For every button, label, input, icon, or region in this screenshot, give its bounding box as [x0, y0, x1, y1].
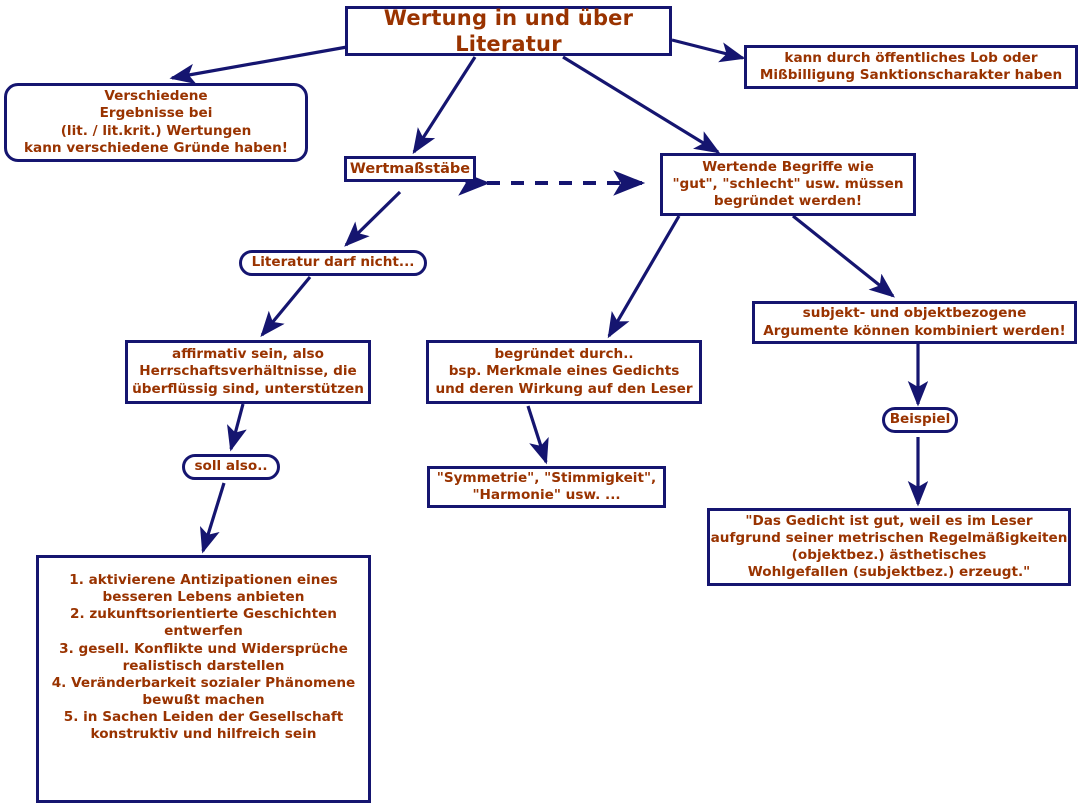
list-item: 5. in Sachen Leiden der Gesellschaft kon…	[63, 709, 344, 743]
node-beispiel[interactable]: Beispiel	[882, 407, 958, 433]
connector-title-to-sanktion	[671, 38, 746, 63]
node-sanktionscharakter[interactable]: kann durch öffentliches Lob oder Mißbill…	[744, 45, 1078, 89]
connector-literatur-to-affirmativ	[260, 275, 312, 337]
connector-wertende-to-begruendet	[607, 215, 681, 339]
node-verschiedene-ergebnisse-text: Verschiedene Ergebnisse bei (lit. / lit.…	[24, 88, 288, 156]
node-symmetrie-stimmigkeit[interactable]: "Symmetrie", "Stimmigkeit", "Harmonie" u…	[427, 466, 666, 508]
list-item: 3. gesell. Konflikte und Widersprüche re…	[59, 640, 348, 674]
node-begruendet-durch[interactable]: begründet durch.. bsp. Merkmale eines Ge…	[426, 340, 702, 404]
connector-affirmativ-to-sollalso	[227, 403, 247, 452]
node-gedicht-zitat[interactable]: "Das Gedicht ist gut, weil es im Leser a…	[707, 508, 1071, 586]
node-begruendet-durch-text: begründet durch.. bsp. Merkmale eines Ge…	[435, 346, 693, 397]
connector-title-to-wertende	[562, 55, 721, 154]
node-subjekt-objektbezogene[interactable]: subjekt- und objektbezogene Argumente kö…	[752, 301, 1077, 344]
node-sanktionscharakter-text: kann durch öffentliches Lob oder Mißbill…	[759, 49, 1063, 83]
node-subjekt-objektbezogene-text: subjekt- und objektbezogene Argumente kö…	[763, 305, 1066, 339]
node-wertende-begriffe[interactable]: Wertende Begriffe wie "gut", "schlecht" …	[660, 153, 916, 216]
connector-wertende-to-subjektobjekt	[792, 214, 895, 298]
node-literatur-darf-nicht-label: Literatur darf nicht...	[251, 254, 415, 271]
node-title[interactable]: Wertung in und über Literatur	[345, 6, 672, 56]
node-massnahmen-liste[interactable]: 1. aktivierene Antizipationen eines bess…	[36, 555, 371, 803]
node-literatur-darf-nicht[interactable]: Literatur darf nicht...	[239, 250, 427, 276]
node-affirmativ-text: affirmativ sein, also Herrschaftsverhält…	[132, 346, 364, 397]
node-soll-also-label: soll also..	[194, 458, 268, 475]
node-wertende-begriffe-text: Wertende Begriffe wie "gut", "schlecht" …	[672, 158, 904, 210]
connector-sollalso-to-liste	[200, 482, 226, 554]
node-beispiel-label: Beispiel	[889, 411, 951, 428]
node-gedicht-zitat-text: "Das Gedicht ist gut, weil es im Leser a…	[710, 512, 1068, 581]
node-wertmassstaebe-label: Wertmaßstäbe	[349, 160, 471, 177]
node-affirmativ[interactable]: affirmativ sein, also Herrschaftsverhält…	[125, 340, 371, 404]
node-verschiedene-ergebnisse[interactable]: Verschiedene Ergebnisse bei (lit. / lit.…	[4, 83, 308, 162]
connector-title-to-verschiedene	[169, 45, 348, 85]
list-item: 1. aktivierene Antizipationen eines bess…	[69, 572, 338, 606]
connector-wertmassstaebe-to-literatur	[344, 190, 402, 247]
list-item: 2. zukunftsorientierte Geschichten entwe…	[70, 606, 337, 640]
list-item: 4. Veränderbarkeit sozialer Phänomene be…	[51, 674, 356, 708]
node-soll-also[interactable]: soll also..	[182, 454, 280, 480]
connector-begruendet-to-symmetrie	[526, 405, 549, 465]
node-title-label: Wertung in und über Literatur	[383, 5, 634, 56]
node-wertmassstaebe[interactable]: Wertmaßstäbe	[344, 156, 476, 182]
connector-title-to-wertmassstaebe	[412, 56, 477, 155]
node-symmetrie-stimmigkeit-text: "Symmetrie", "Stimmigkeit", "Harmonie" u…	[436, 469, 657, 503]
node-massnahmen-liste-text: 1. aktivierene Antizipationen eines bess…	[39, 572, 368, 743]
